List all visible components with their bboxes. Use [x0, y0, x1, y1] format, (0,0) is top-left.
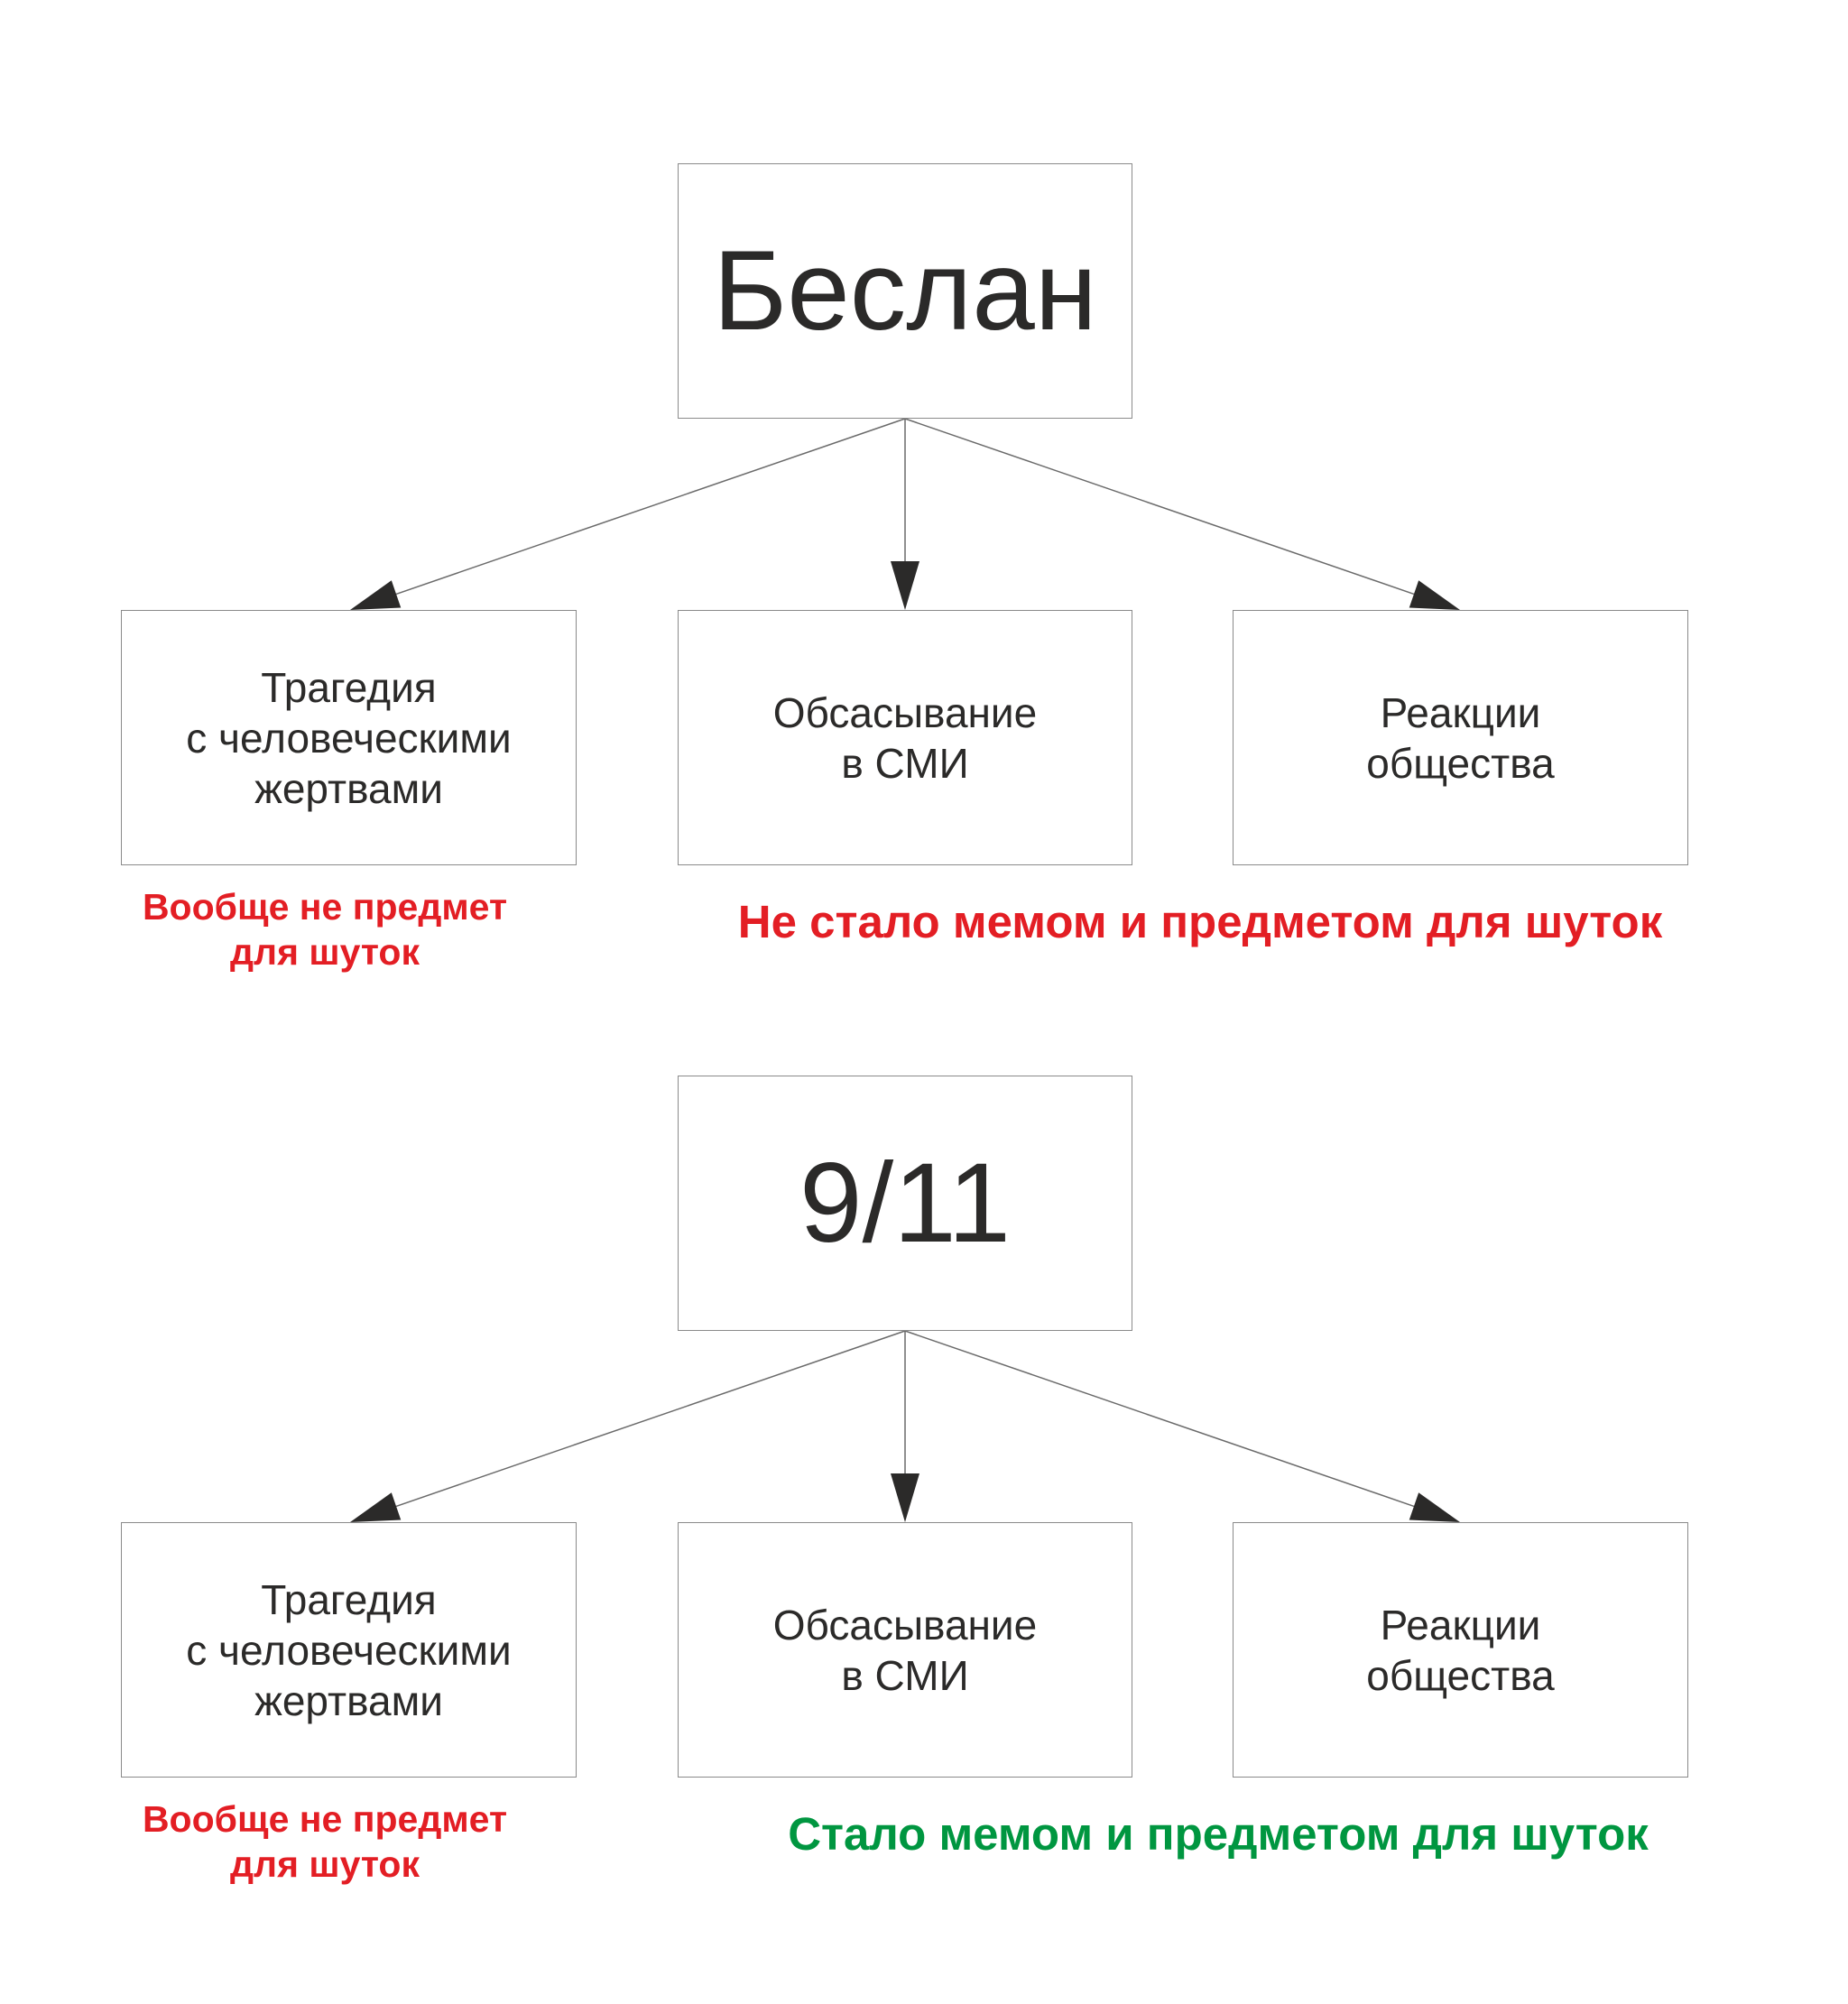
child-node-media: Обсасывание в СМИ	[678, 610, 1132, 865]
connector-line	[904, 1330, 1415, 1508]
arrowhead-icon	[891, 1473, 919, 1522]
child-label: Реакции общества	[1366, 1601, 1555, 1699]
child-label: Обсасывание в СМИ	[772, 1601, 1038, 1699]
root-label: Беслан	[713, 228, 1097, 354]
arrowhead-icon	[350, 1492, 402, 1522]
arrowhead-icon	[1409, 1492, 1460, 1522]
connector-line	[904, 418, 1415, 596]
child-node-tragedy: Трагедия с человеческими жертвами	[121, 610, 577, 865]
child-label: Трагедия с человеческими жертвами	[186, 663, 512, 812]
child-node-media: Обсасывание в СМИ	[678, 1522, 1132, 1778]
right-note-positive: Стало мемом и предметом для шуток	[788, 1808, 1649, 1860]
left-note: Вообще не предмет для шуток	[142, 1798, 508, 1885]
left-note: Вообще не предмет для шуток	[142, 886, 508, 973]
child-node-tragedy: Трагедия с человеческими жертвами	[121, 1522, 577, 1778]
right-note-negative: Не стало мемом и предметом для шуток	[737, 896, 1663, 947]
child-label: Обсасывание в СМИ	[772, 688, 1038, 787]
arrowhead-icon	[1409, 580, 1460, 610]
arrowhead-icon	[891, 561, 919, 610]
child-label: Трагедия с человеческими жертвами	[186, 1575, 512, 1724]
root-node-911: 9/11	[678, 1076, 1132, 1331]
root-label: 9/11	[799, 1141, 1011, 1266]
connector-line	[395, 1330, 906, 1508]
child-label: Реакции общества	[1366, 688, 1555, 787]
arrowhead-icon	[350, 580, 402, 610]
connector-line	[395, 418, 906, 596]
child-node-society: Реакции общества	[1233, 610, 1688, 865]
root-node-beslan: Беслан	[678, 163, 1132, 419]
child-node-society: Реакции общества	[1233, 1522, 1688, 1778]
